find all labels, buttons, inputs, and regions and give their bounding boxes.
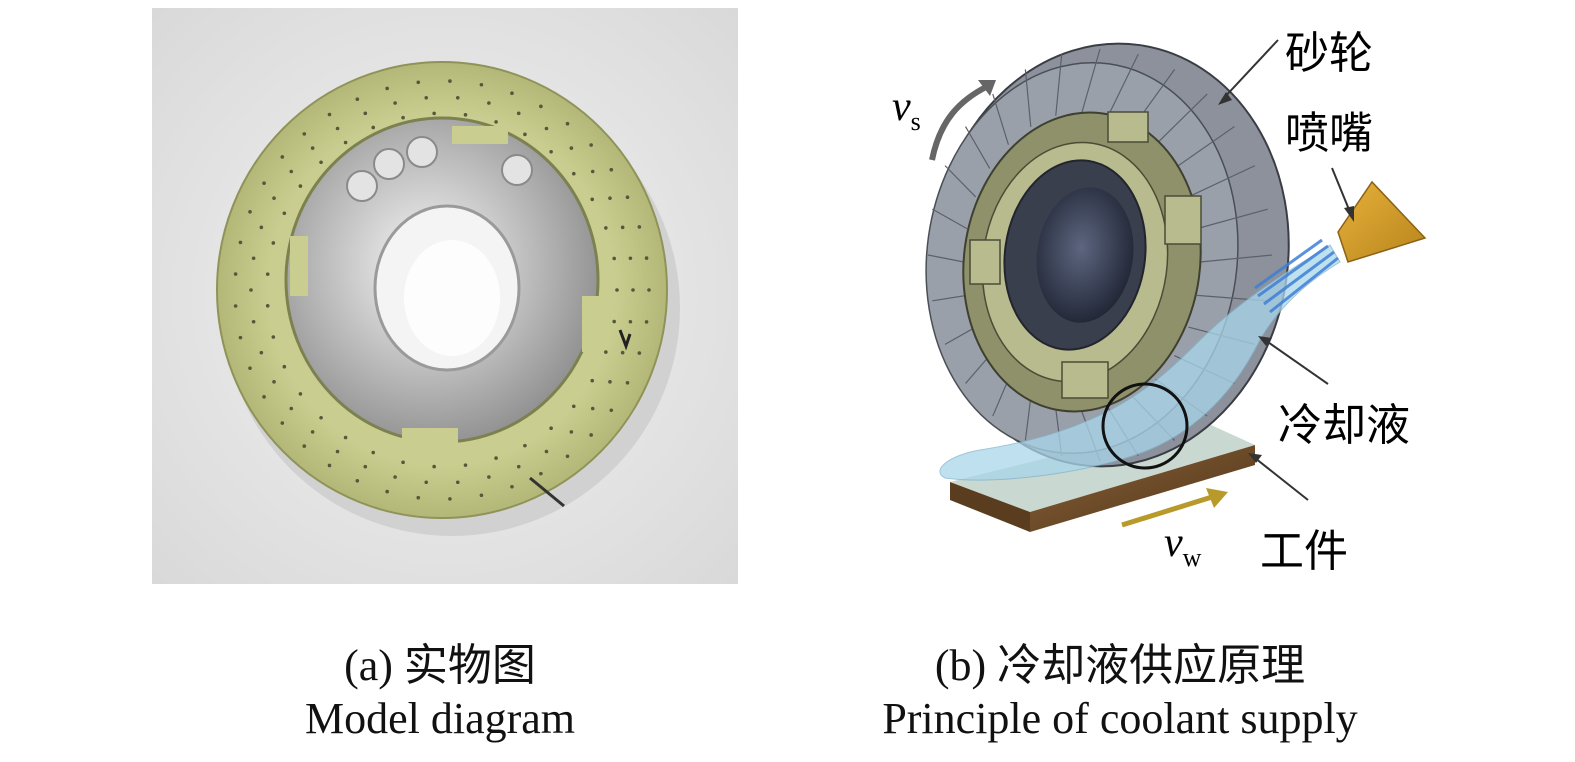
- label-vs: vs: [892, 84, 921, 136]
- label-vw: vw: [1164, 520, 1202, 572]
- caption-b: (b) 冷却液供应原理 Principle of coolant supply: [840, 640, 1400, 746]
- label-nozzle: 喷嘴: [1285, 109, 1373, 158]
- wheel-bore: [1036, 187, 1134, 323]
- coolant-principle-illustration: 砂轮 喷嘴 冷却液 工件 vs vw: [892, 29, 1427, 576]
- label-workpiece: 工件: [1260, 527, 1348, 576]
- label-vs-sub: s: [911, 107, 921, 136]
- label-vw-sub: w: [1183, 543, 1202, 572]
- caption-a-cn: (a) 实物图: [344, 641, 536, 690]
- rotation-arrow: [929, 83, 990, 161]
- coolant-flow: [939, 238, 1341, 481]
- caption-a-en: Model diagram: [304, 693, 576, 743]
- feed-arrow-line: [1121, 494, 1213, 528]
- caption-a: (a) 实物图 Model diagram: [230, 640, 650, 746]
- caption-b-cn: (b) 冷却液供应原理: [934, 641, 1306, 690]
- nozzle-shape: [1337, 180, 1427, 263]
- label-vs-main: v: [892, 84, 911, 130]
- label-vw-main: v: [1164, 520, 1183, 566]
- feed-arrow-head: [1206, 488, 1228, 508]
- model-photo-illustration: [152, 8, 738, 584]
- coolant-principle-diagram: 砂轮 喷嘴 冷却液 工件 vs vw: [860, 0, 1460, 590]
- label-grinding-wheel: 砂轮: [1285, 29, 1373, 78]
- label-coolant: 冷却液: [1278, 401, 1410, 450]
- model-photo: [152, 8, 738, 584]
- caption-b-en: Principle of coolant supply: [882, 693, 1358, 743]
- contact-zone-circle: [1101, 382, 1189, 470]
